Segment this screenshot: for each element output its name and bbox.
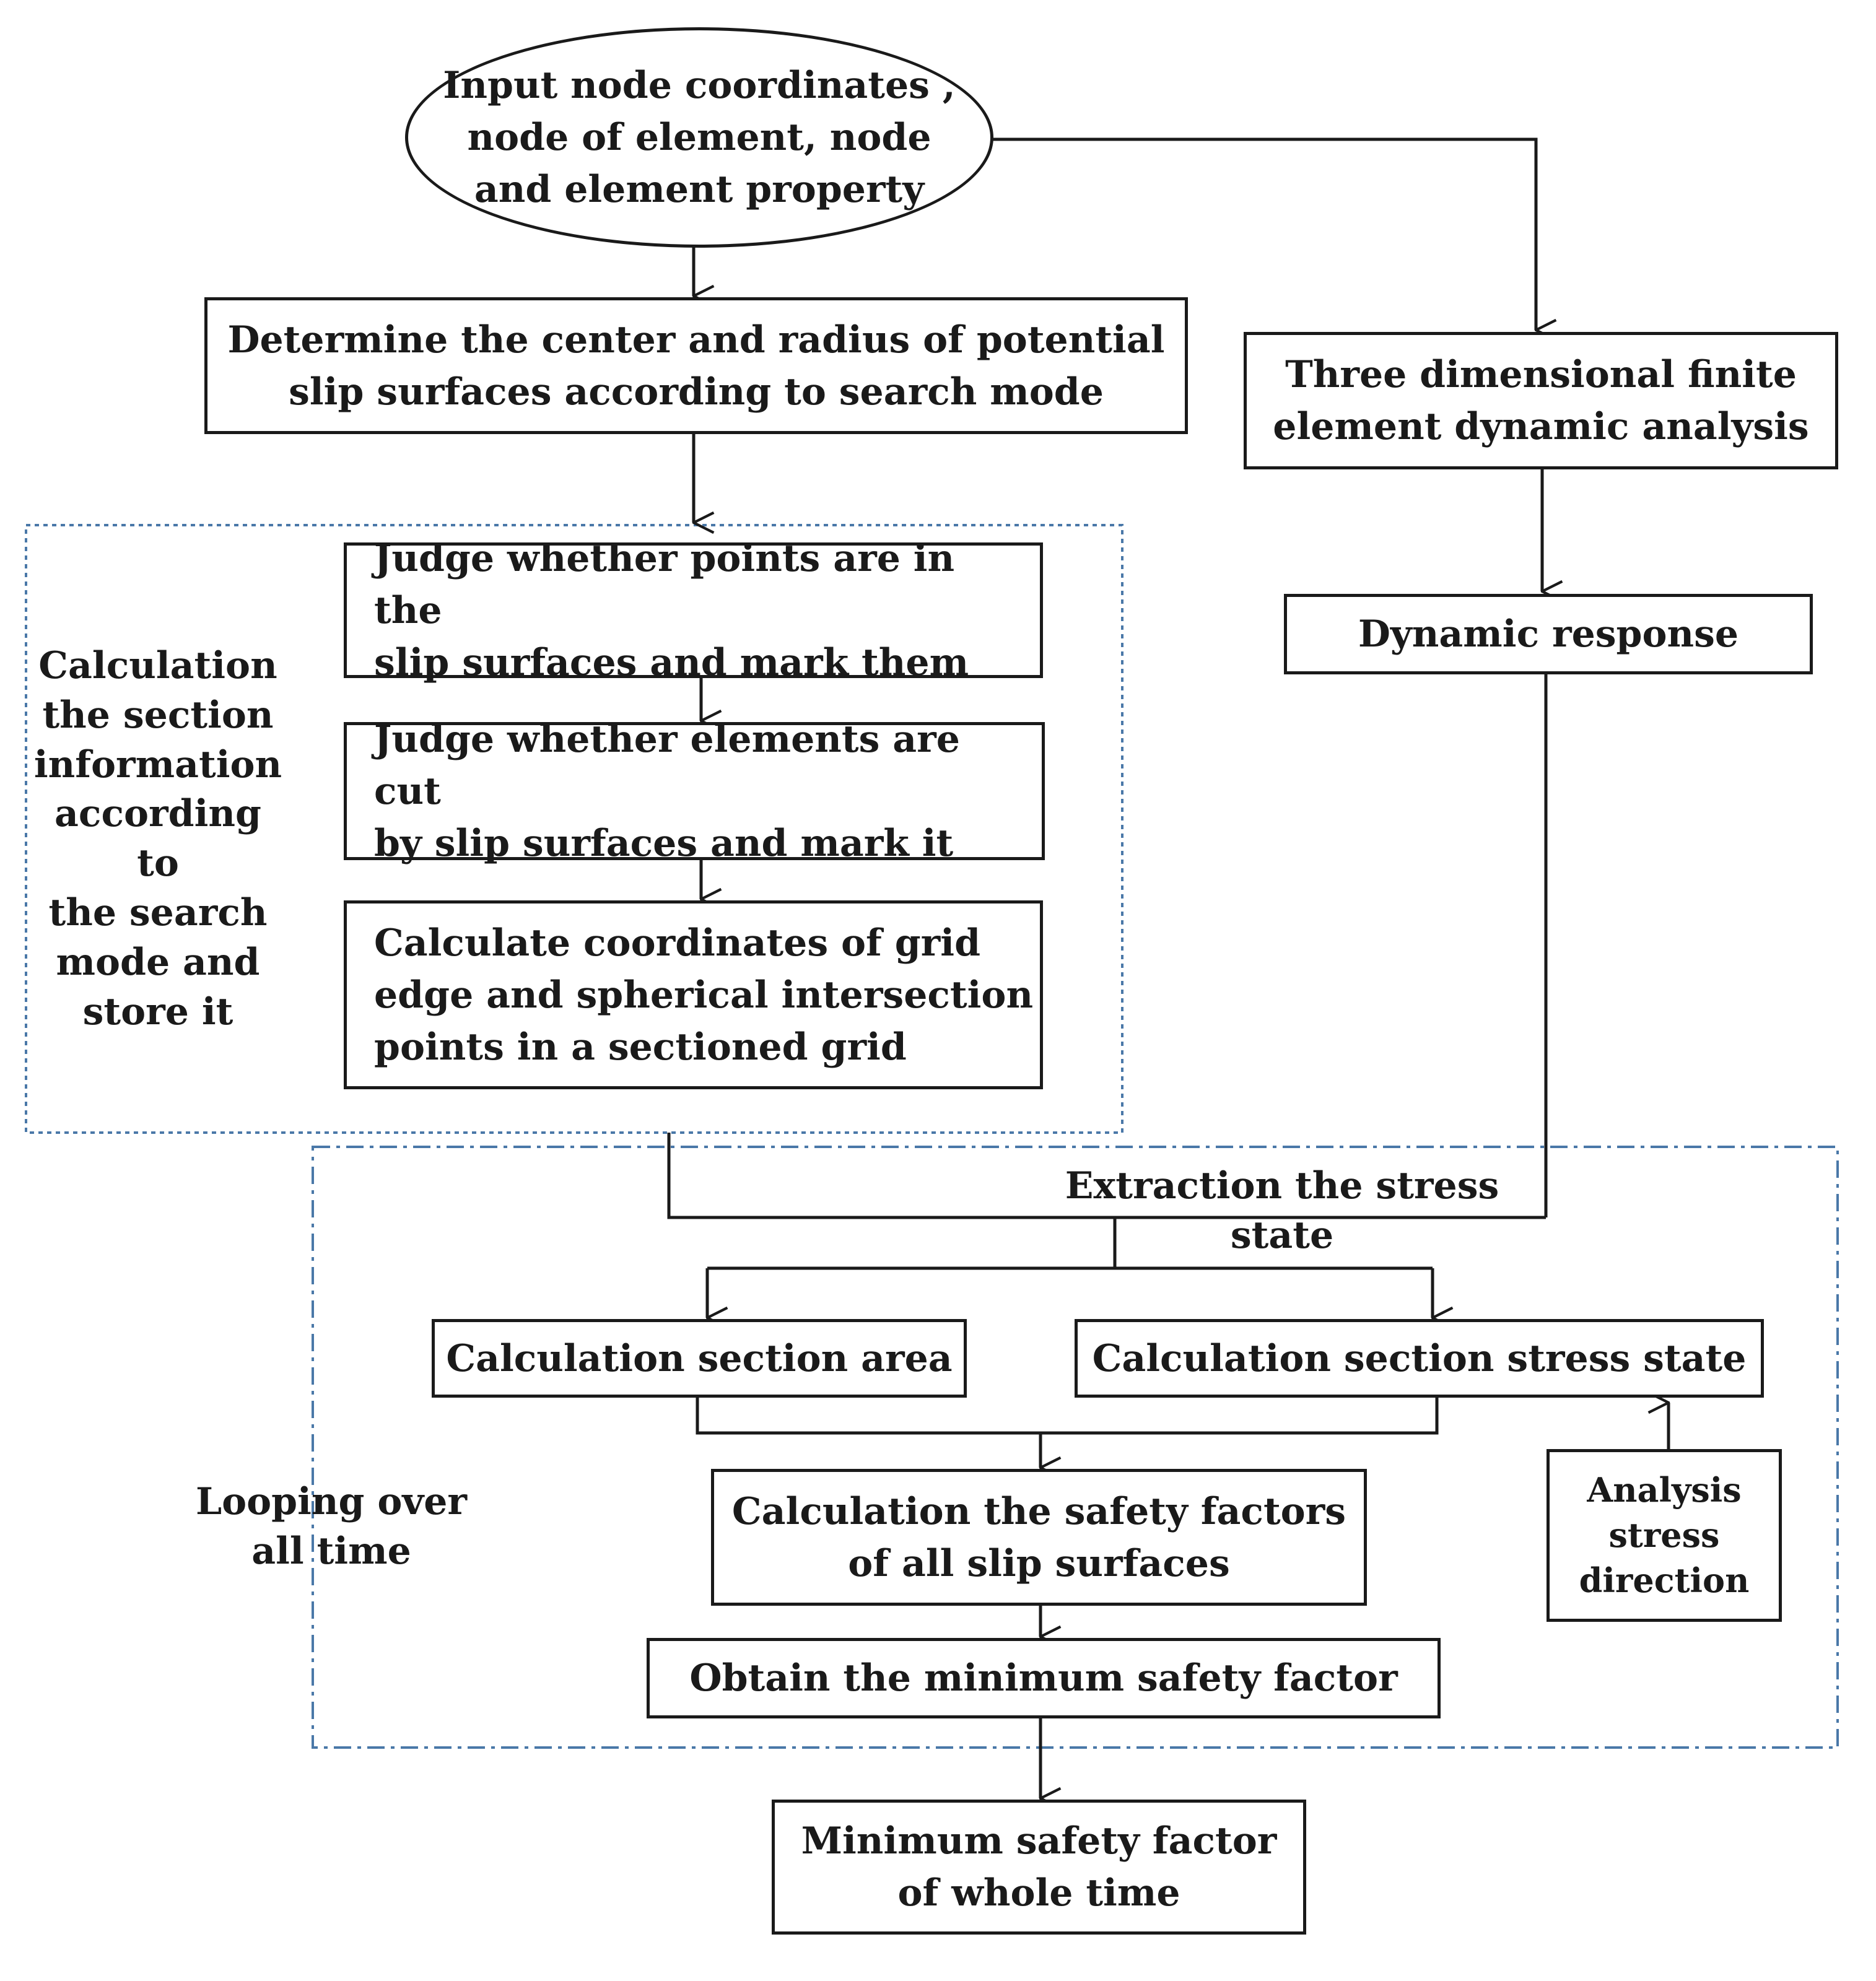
line-merge-bar [696,1398,1439,1435]
judge-elements-box: Judge whether elements are cut by slip s… [344,718,1045,865]
determine-center-radius-box: Determine the center and radius of poten… [204,297,1188,434]
fem-analysis-box: Three dimensional finite element dynamic… [1244,332,1838,469]
minimum-whole-time-box: Minimum safety factor of whole time [772,1800,1306,1935]
dynamic-response-box: Dynamic response [1284,594,1813,674]
section-group-label: Calculation the section information acco… [33,644,282,1034]
section-stress-box: Calculation section stress state [1075,1319,1764,1398]
safety-factors-box: Calculation the safety factors of all sl… [711,1469,1367,1606]
looping-label: Looping over all time [195,1480,468,1573]
section-info-group-border [25,524,1123,1134]
extraction-label: Extraction the stress state [1065,1164,1499,1257]
stress-direction-box: Analysis stress direction [1547,1449,1782,1622]
minimum-safety-factor-box: Obtain the minimum safety factor [647,1638,1441,1718]
line-group-to-extraction [667,1133,1546,1219]
input-node: Input node coordinates , node of element… [405,27,993,248]
time-loop-group-border [312,1146,1839,1749]
calculate-coordinates-box: Calculate coordinates of grid edge and s… [344,900,1043,1089]
section-area-box: Calculation section area [432,1319,967,1398]
arrow-input-to-fem [992,137,1536,330]
judge-points-box: Judge whether points are in the slip sur… [344,537,1043,684]
